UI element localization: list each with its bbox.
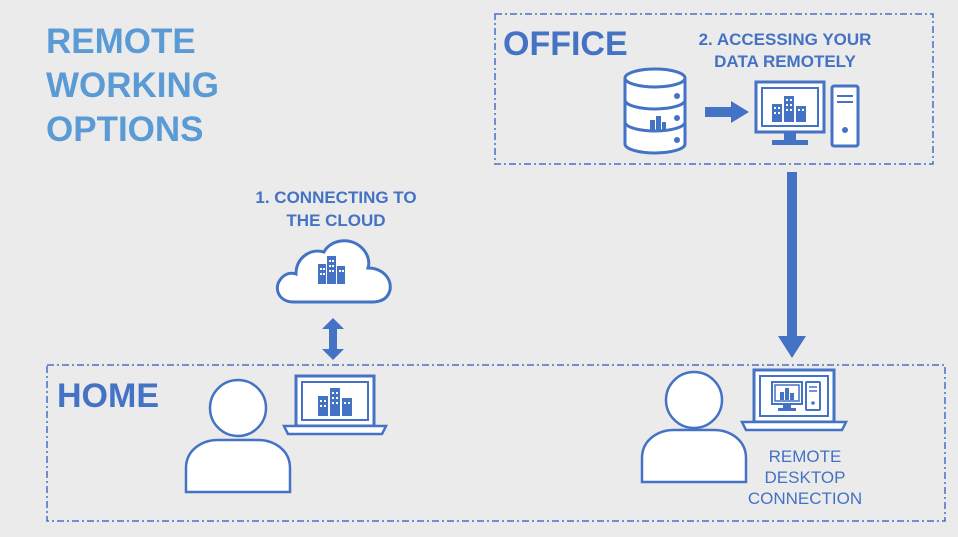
cloud-caption: 1. CONNECTING TO THE CLOUD (218, 186, 454, 232)
laptop-icon (281, 374, 389, 436)
office-caption-line-1: 2. ACCESSING YOUR (698, 30, 872, 49)
rdc-caption: REMOTE DESKTOP CONNECTION (744, 446, 866, 509)
rdc-caption-line-3: CONNECTION (747, 489, 863, 508)
cloud-icon (275, 239, 392, 304)
office-region (494, 13, 934, 165)
desktop-computer-icon (754, 80, 860, 148)
title-line-3: OPTIONS (46, 110, 204, 149)
rdc-caption-line-1: REMOTE (768, 447, 842, 466)
arrow-down-icon (778, 172, 806, 358)
home-label: HOME (57, 377, 159, 415)
person-icon (184, 378, 292, 494)
person-icon (640, 370, 748, 484)
cloud-caption-line-1: 1. CONNECTING TO (255, 188, 417, 207)
title-line-1: REMOTE (46, 22, 196, 61)
office-caption-line-2: DATA REMOTELY (714, 52, 856, 71)
office-caption: 2. ACCESSING YOUR DATA REMOTELY (650, 29, 920, 73)
arrow-right-icon (705, 101, 749, 123)
arrow-updown-icon (322, 318, 344, 360)
page-title: REMOTE WORKING OPTIONS (46, 20, 219, 152)
cloud-caption-line-2: THE CLOUD (286, 211, 386, 230)
rdc-caption-line-2: DESKTOP (764, 468, 846, 487)
server-icon (623, 67, 687, 155)
laptop-remote-desktop-icon (739, 368, 849, 432)
office-label: OFFICE (503, 25, 628, 63)
title-line-2: WORKING (46, 66, 220, 105)
home-region (46, 364, 946, 522)
